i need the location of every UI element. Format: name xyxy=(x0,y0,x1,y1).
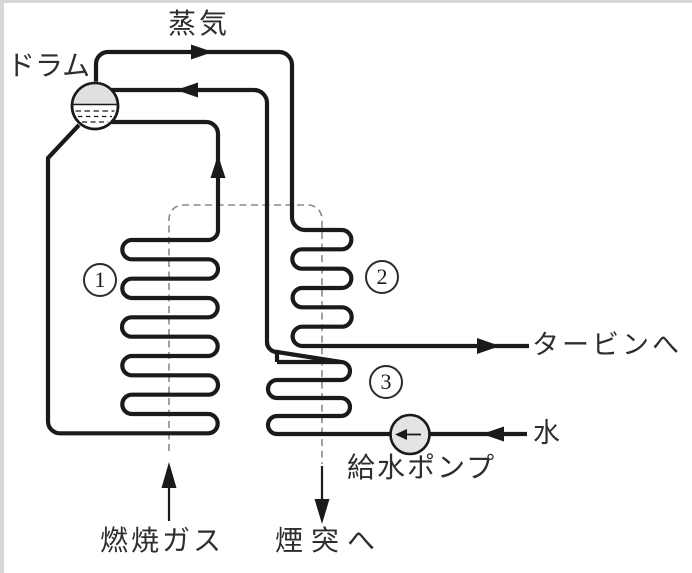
to-drum-arrowhead-icon xyxy=(176,82,198,98)
coil-1-badge: 1 xyxy=(83,263,117,297)
combustion-gas-arrow xyxy=(161,462,177,521)
label-drum: ドラム xyxy=(7,51,91,82)
feed-pump-arrowhead-icon xyxy=(395,429,407,440)
label-water: 水 xyxy=(533,418,560,448)
label-to-turbine: タービンへ xyxy=(532,330,682,360)
drum-symbol xyxy=(70,81,120,131)
flue-gas-duct-dashed xyxy=(168,204,323,464)
steam-superheater-pipe xyxy=(93,49,529,349)
to-turbine-arrowhead-icon xyxy=(477,338,500,354)
label-steam: 蒸気 xyxy=(168,9,231,40)
feed-pump-symbol xyxy=(389,413,431,456)
coil-1-number: 1 xyxy=(94,267,106,292)
label-to-chimney: 煙突へ xyxy=(275,526,384,557)
scan-edge-left xyxy=(0,0,4,573)
scan-edge-top xyxy=(0,0,692,3)
chimney-arrow xyxy=(314,466,330,524)
label-combustion-gas: 燃焼ガス xyxy=(100,526,225,557)
downcomer-evaporator-riser-pipe xyxy=(45,119,221,436)
drum-circle-outline xyxy=(70,81,120,131)
label-feed-pump: 給水ポンプ xyxy=(347,453,497,484)
feedwater-economizer-pipe xyxy=(110,87,527,437)
economizer-inlet-corner xyxy=(264,341,280,362)
coil-3-badge: 3 xyxy=(369,365,403,399)
combustion-gas-arrowhead-icon xyxy=(161,462,177,488)
water-inlet-arrowhead-icon xyxy=(482,426,504,442)
coil-2-badge: 2 xyxy=(365,260,399,294)
coil-2-number: 2 xyxy=(376,264,388,289)
coil-3-number: 3 xyxy=(380,369,392,394)
drum-steam-space xyxy=(72,81,118,105)
chimney-arrowhead-icon xyxy=(314,499,330,524)
riser-flow-arrowhead-icon xyxy=(210,155,226,178)
steam-flow-arrowhead-icon xyxy=(191,44,213,60)
